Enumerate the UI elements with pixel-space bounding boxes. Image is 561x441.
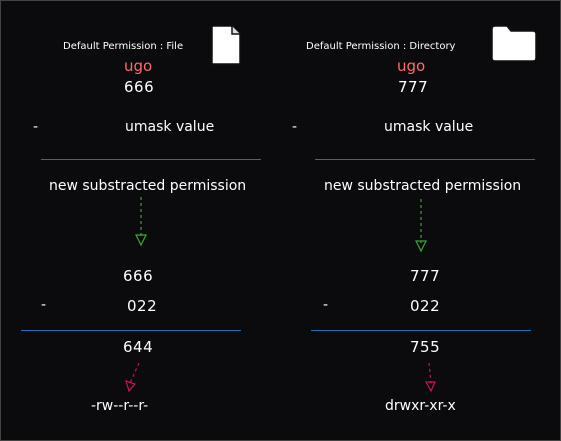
- file-divider-top: [41, 159, 261, 160]
- file-calc-top: 666: [123, 267, 154, 285]
- directory-divider-top: [315, 159, 535, 160]
- file-symbolic-permission: -rw--r--r-: [91, 398, 149, 414]
- file-calc-result: 644: [123, 338, 154, 356]
- file-umask-label: umask value: [125, 119, 215, 135]
- directory-umask-label: umask value: [384, 119, 474, 135]
- file-arrow-down-red: [125, 362, 140, 393]
- directory-arrow-down-green: [415, 199, 427, 253]
- directory-symbolic-permission: drwxr-xr-x: [385, 398, 456, 414]
- file-ugo-label: ugo: [124, 57, 153, 75]
- file-minus-sign: -: [33, 119, 39, 135]
- directory-divider-bottom: [311, 330, 531, 331]
- directory-result-label: new substracted permission: [324, 178, 522, 194]
- file-arrow-down-green: [135, 197, 147, 247]
- file-calc-minus: -: [41, 297, 47, 313]
- directory-calc-top: 777: [410, 267, 441, 285]
- file-calc-mask: 022: [127, 297, 158, 315]
- directory-arrow-down-red: [424, 362, 436, 393]
- file-result-label: new substracted permission: [49, 178, 247, 194]
- folder-icon: [491, 25, 537, 62]
- directory-default-value: 777: [398, 78, 429, 96]
- directory-minus-sign: -: [292, 119, 298, 135]
- file-icon: [211, 25, 241, 65]
- file-divider-bottom: [21, 330, 241, 331]
- file-default-value: 666: [124, 78, 155, 96]
- file-title: Default Permission : File: [63, 41, 184, 52]
- directory-ugo-label: ugo: [397, 57, 426, 75]
- directory-title: Default Permission : Directory: [306, 41, 456, 52]
- directory-calc-mask: 022: [410, 297, 441, 315]
- directory-calc-result: 755: [410, 338, 441, 356]
- directory-calc-minus: -: [323, 297, 329, 313]
